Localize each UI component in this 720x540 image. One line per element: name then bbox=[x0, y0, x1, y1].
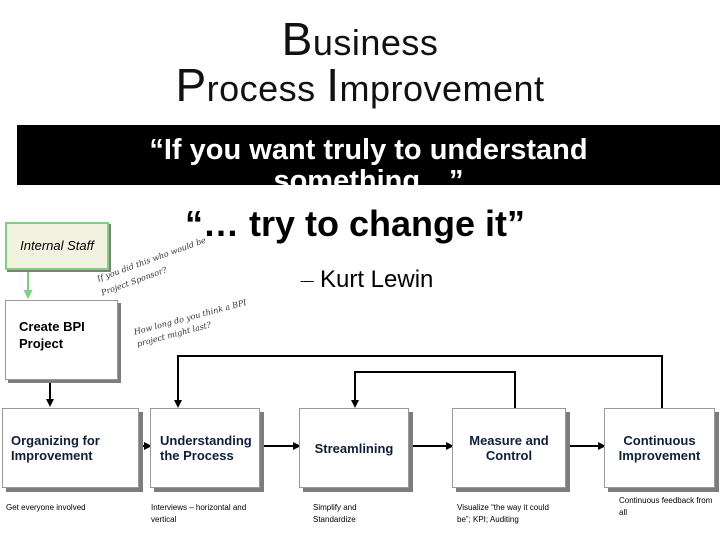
feedback-loop-mid bbox=[351, 371, 516, 408]
internal-staff-label: Internal Staff bbox=[20, 238, 94, 253]
step-understanding: Understanding the Process bbox=[150, 408, 260, 488]
step-continuous-improvement-label: Continuous Improvement bbox=[618, 433, 701, 463]
note-organizing: Get everyone involved bbox=[6, 503, 86, 512]
internal-staff-box: Internal Staff bbox=[5, 222, 109, 270]
step-continuous-improvement: Continuous Improvement bbox=[604, 408, 715, 488]
step-organizing-label: Organizing for Improvement bbox=[11, 433, 100, 463]
step-measure-control-label: Measure and Control bbox=[469, 433, 549, 463]
title-rest-process: rocess bbox=[206, 68, 327, 109]
title-cap-b: B bbox=[281, 13, 313, 65]
create-project-label: Create BPI Project bbox=[19, 319, 85, 351]
step-organizing: Organizing for Improvement bbox=[2, 408, 139, 488]
step-understanding-label: Understanding the Process bbox=[160, 433, 252, 463]
title-cap-p: P bbox=[175, 59, 207, 111]
step-streamlining-label: Streamlining bbox=[314, 440, 394, 456]
note-streamlining: Simplify and Standardize bbox=[313, 503, 357, 524]
attribution-name: Kurt Lewin bbox=[320, 266, 434, 293]
title-line-2: Process Improvement bbox=[0, 58, 720, 112]
title-rest-business: usiness bbox=[312, 22, 439, 63]
quote-line-3: “… try to change it” bbox=[185, 203, 526, 244]
title-rest-improvement: mprovement bbox=[339, 68, 545, 109]
attribution-dash: ---- bbox=[300, 273, 314, 289]
create-project-box: Create BPI Project bbox=[5, 300, 118, 380]
feedback-loop-outer bbox=[174, 355, 663, 408]
quote-line-2: something…” bbox=[273, 165, 464, 185]
step-measure-control: Measure and Control bbox=[452, 408, 566, 488]
step-streamlining: Streamlining bbox=[299, 408, 409, 488]
quote-attribution: ---- Kurt Lewin bbox=[300, 266, 433, 294]
quote-line-1: “If you want truly to understand bbox=[149, 134, 588, 166]
title-line-1: Business bbox=[0, 12, 720, 66]
note-understanding: Interviews – horizontal and vertical bbox=[151, 503, 247, 524]
title-cap-i: I bbox=[326, 59, 340, 111]
note-measure-control: Visualize “the way it could be”; KPI; Au… bbox=[457, 503, 549, 524]
note-continuous-improvement: Continuous feedback from all bbox=[619, 496, 713, 517]
quote-bar: “If you want truly to understand somethi… bbox=[17, 125, 720, 185]
